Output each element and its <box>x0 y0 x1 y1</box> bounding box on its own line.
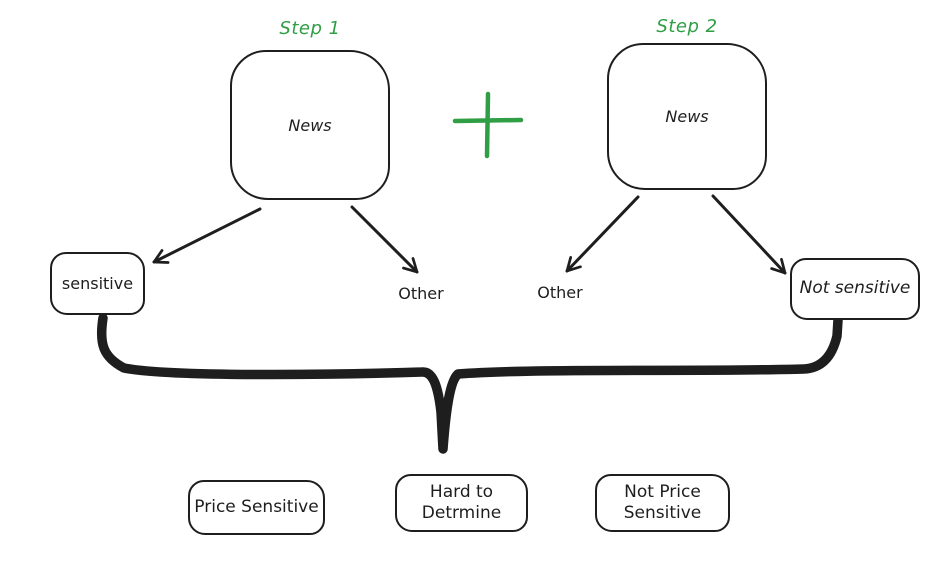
arrow-step2-to-other <box>565 195 640 273</box>
outcome-hard-to-determine-line1: Hard to <box>429 481 494 502</box>
step1-news-node: News <box>230 50 390 200</box>
step2-label: Step 2 <box>656 16 718 37</box>
outcome-not-price-sensitive: Not Price Sensitive <box>595 474 730 532</box>
merge-brace-connector <box>96 313 843 454</box>
arrow-step1-to-sensitive <box>152 207 262 264</box>
step1-label: Step 1 <box>279 18 341 39</box>
other-right-label: Other <box>537 283 583 302</box>
outcome-price-sensitive-label: Price Sensitive <box>194 496 319 517</box>
outcome-not-price-sensitive-line1: Not Price <box>624 481 701 502</box>
arrow-step2-to-not-sensitive <box>711 194 787 275</box>
not-sensitive-node: Not sensitive <box>790 258 920 320</box>
outcome-not-price-sensitive-line2: Sensitive <box>623 503 702 523</box>
outcome-hard-to-determine: Hard to Detrmine <box>395 474 528 532</box>
sensitive-node: sensitive <box>50 252 145 315</box>
outcome-price-sensitive: Price Sensitive <box>188 480 325 535</box>
arrow-step1-to-other <box>350 205 419 274</box>
plus-icon <box>452 91 524 159</box>
step2-news-node: News <box>607 43 767 190</box>
step2-news-node-label: News <box>665 107 709 126</box>
step1-news-node-label: News <box>288 115 332 135</box>
outcome-hard-to-determine-line2: Detrmine <box>421 503 502 523</box>
other-left-label: Other <box>398 284 444 303</box>
sensitive-node-label: sensitive <box>61 273 134 293</box>
not-sensitive-node-label: Not sensitive <box>799 278 911 299</box>
